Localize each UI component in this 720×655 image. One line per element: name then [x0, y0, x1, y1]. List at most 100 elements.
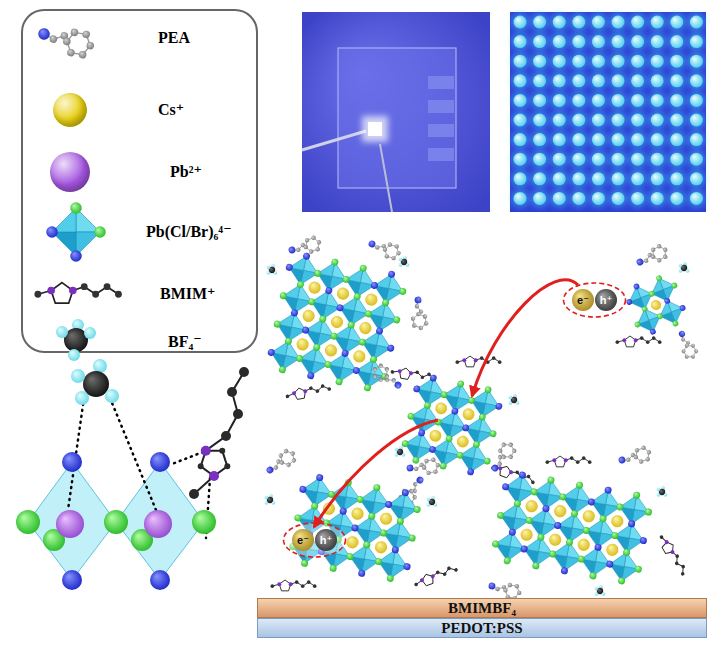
pixel-dot — [553, 74, 566, 87]
carbon-atom — [189, 489, 199, 499]
nitrogen-atom — [664, 539, 669, 544]
fluorine-atom — [402, 453, 406, 457]
halide-atom — [628, 520, 636, 528]
fluorine-atom — [657, 493, 661, 497]
pixel-dot — [612, 133, 625, 146]
pixel-dot — [612, 74, 625, 87]
carbon-atom — [588, 460, 592, 464]
halide-atom — [370, 281, 378, 289]
nitrogen-atom — [678, 330, 686, 338]
fluorine-atom — [679, 264, 683, 268]
pea-ligand — [407, 296, 429, 332]
halide-atom — [316, 474, 324, 482]
bmim-cation — [455, 356, 501, 367]
carbon-atom — [408, 488, 414, 494]
halide-atom — [413, 385, 421, 393]
carbon-atom — [104, 283, 111, 290]
pixel-dot — [612, 94, 625, 107]
pixel-dot — [553, 94, 566, 107]
fluorine-atom — [399, 263, 403, 267]
nitrogen-atom — [303, 389, 308, 394]
cesium-atom — [379, 512, 393, 526]
carbon-atom — [662, 254, 668, 260]
pea-ligand — [35, 23, 96, 61]
carbon-atom — [515, 470, 520, 475]
pea-ligand — [634, 241, 671, 272]
perovskite-cluster — [264, 249, 410, 395]
pixel-dot — [592, 55, 605, 68]
pixel-dot — [670, 192, 683, 205]
cesium-atom — [610, 514, 624, 528]
halide-atom — [364, 310, 372, 318]
pixel-glow — [531, 190, 548, 207]
halide-atom — [468, 397, 476, 405]
fluorine-atom — [679, 269, 683, 273]
hydrogen-bond — [110, 398, 156, 510]
pixel-dot — [592, 35, 605, 48]
halide-atom — [542, 505, 550, 513]
carbon-atom — [239, 367, 249, 377]
bmim-cation — [285, 383, 332, 402]
pixel-glow — [570, 151, 587, 168]
nitrogen-atom — [406, 464, 414, 472]
pixel-glow — [629, 151, 646, 168]
pixel-glow — [649, 112, 666, 129]
carbon-atom — [650, 247, 656, 253]
halide-atom — [518, 471, 526, 479]
pixel-dot — [514, 94, 527, 107]
pixel-dot — [592, 172, 605, 185]
pixel-dot — [690, 192, 703, 205]
carbon-atom — [640, 336, 644, 340]
pixel-glow — [610, 112, 627, 129]
nitrogen-atom — [490, 463, 499, 472]
carbon-atom — [454, 568, 459, 573]
pixel-dot — [651, 133, 664, 146]
pixel-dot — [533, 35, 546, 48]
halide-atom — [611, 532, 619, 540]
halide-atom — [633, 283, 640, 290]
halide-atom — [278, 366, 286, 374]
pixel-glow — [610, 33, 627, 50]
pixel-glow — [590, 72, 607, 89]
nitrogen-atom — [201, 446, 211, 456]
nitrogen-atom — [397, 369, 402, 374]
pixel-dot — [533, 192, 546, 205]
halide-atom — [672, 320, 679, 327]
halide-atom — [492, 540, 500, 548]
pixel-dot — [572, 35, 585, 48]
halide-atom — [626, 298, 633, 305]
pixel-dot — [572, 94, 585, 107]
energy-transfer-arrow — [314, 420, 438, 527]
pixel-dot — [533, 153, 546, 166]
pixel-dot — [631, 94, 644, 107]
fluorine-atom — [395, 453, 399, 457]
pixel-glow — [551, 170, 568, 187]
nitrogen-atom — [488, 582, 496, 590]
halide-atom — [456, 451, 464, 459]
carbon-atom — [662, 247, 668, 253]
halide-atom — [399, 287, 407, 295]
pixel-dot — [553, 55, 566, 68]
pixel-glow — [531, 170, 548, 187]
carbon-atom — [34, 291, 41, 298]
pixel-dot — [514, 172, 527, 185]
pixel-dot — [533, 133, 546, 146]
carbon-atom — [508, 442, 514, 448]
pixel-glow — [570, 131, 587, 148]
pixel-glow — [512, 112, 529, 129]
carbon-atom — [382, 247, 387, 252]
carbon-atom — [290, 450, 296, 456]
hydrogen-bond — [172, 452, 203, 464]
halide-atom — [358, 338, 366, 346]
pixel-dot — [690, 114, 703, 127]
legend-text: BMIM⁺ — [160, 284, 216, 304]
pea-ligand — [617, 444, 654, 471]
pixel-dot — [572, 133, 585, 146]
layer-band: BMIMBF₄ — [257, 598, 707, 618]
halide-atom — [311, 502, 319, 510]
fluorine-atom — [516, 401, 520, 405]
pixel-dot — [533, 172, 546, 185]
carbon-atom — [656, 243, 662, 249]
pixel-dot — [592, 133, 605, 146]
